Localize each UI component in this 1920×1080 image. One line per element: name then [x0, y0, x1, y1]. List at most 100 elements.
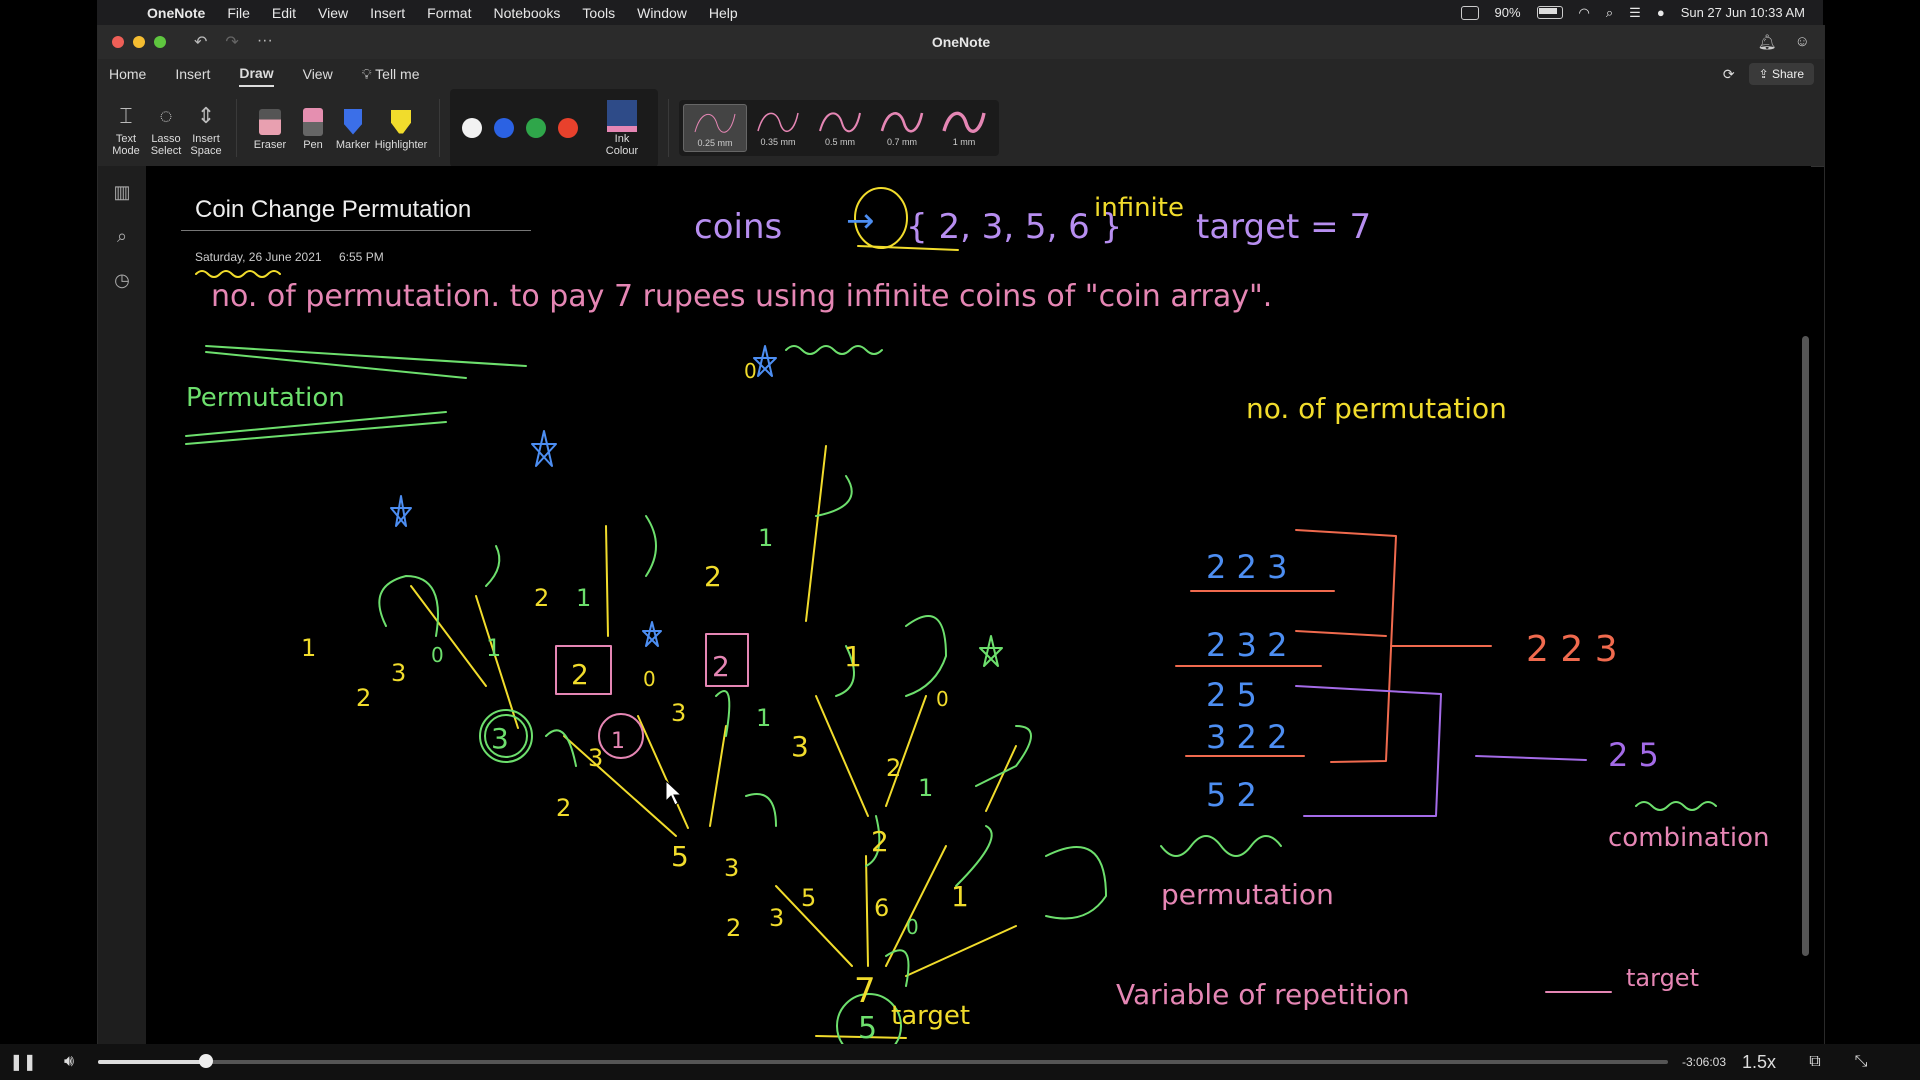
notebooks-icon[interactable]: ▥: [113, 182, 131, 202]
picture-in-picture-icon[interactable]: ⧉: [1809, 1053, 1821, 1070]
thickness-05[interactable]: 0.5 mm: [809, 104, 871, 152]
highlighter-button[interactable]: Highlighter: [373, 105, 429, 151]
pause-icon[interactable]: ❚❚: [9, 1054, 37, 1071]
text-mode-icon: ⌶: [119, 102, 133, 128]
star-icon: [979, 635, 1003, 667]
bracket-line: [1295, 630, 1387, 637]
color-red-swatch[interactable]: [558, 117, 578, 138]
wifi-icon[interactable]: ◠: [1578, 4, 1590, 20]
minimize-window-button[interactable]: [133, 36, 145, 48]
lasso-select-button[interactable]: ◌Lasso Select: [146, 99, 186, 157]
tree-arrow: [715, 690, 731, 737]
bell-icon[interactable]: 🔔︎: [1757, 34, 1777, 51]
permutation-underline: [185, 421, 447, 445]
share-icon: ⇪: [1758, 67, 1769, 81]
thickness-1[interactable]: 1 mm: [933, 104, 995, 152]
rupees-squiggle: [785, 345, 883, 355]
tree-branch: [563, 735, 677, 837]
eraser-button[interactable]: Eraser: [247, 105, 293, 151]
menu-format[interactable]: Format: [427, 4, 472, 21]
note-canvas[interactable]: Coin Change Permutation Saturday, 26 Jun…: [146, 166, 1811, 1044]
search-icon[interactable]: ⌕: [116, 226, 128, 246]
zoom-window-button[interactable]: [154, 36, 166, 48]
tree-branch: [815, 1035, 907, 1039]
volume-icon[interactable]: 🔊︎: [63, 1053, 75, 1070]
marker-icon: [344, 105, 362, 139]
ink-root-value: 7: [854, 971, 876, 1011]
video-progress-bar[interactable]: [98, 1054, 1668, 1068]
tab-insert[interactable]: Insert: [175, 66, 211, 82]
page-title[interactable]: Coin Change Permutation: [195, 196, 472, 223]
menu-app[interactable]: OneNote: [147, 4, 206, 21]
tree-arrow: [955, 825, 993, 887]
color-blue-swatch[interactable]: [494, 117, 514, 138]
tree-arrow: [378, 575, 439, 637]
tree-arrow: [485, 545, 501, 587]
menu-edit[interactable]: Edit: [271, 4, 297, 21]
text-mode-button[interactable]: ⌶ Text Mode: [106, 99, 146, 157]
node-circle: [598, 713, 644, 759]
menu-window[interactable]: Window: [637, 4, 687, 21]
share-label: Share: [1771, 67, 1804, 81]
menu-notebooks[interactable]: Notebooks: [493, 4, 561, 21]
edge-label: 2: [886, 754, 901, 782]
thickness-025[interactable]: 0.25 mm: [683, 103, 747, 152]
date-squiggle: [195, 270, 281, 278]
edge-label: 5: [801, 884, 816, 912]
insert-space-button[interactable]: ⇕Insert Space: [186, 99, 226, 157]
coin-circle: [854, 187, 908, 249]
thickness-07[interactable]: 0.7 mm: [871, 104, 933, 152]
node-circle: [484, 714, 528, 758]
menu-help[interactable]: Help: [708, 4, 738, 21]
screen-record-icon[interactable]: [1460, 5, 1479, 20]
share-button[interactable]: ⇪ Share: [1748, 63, 1814, 85]
node-box: [555, 645, 612, 695]
ink-combo-25: 2 5: [1608, 736, 1659, 774]
tell-me[interactable]: 💡︎ Tell me: [362, 62, 420, 87]
edge-label: 3: [391, 659, 406, 687]
tab-home[interactable]: Home: [109, 66, 147, 82]
node-label: 2: [712, 650, 730, 683]
menu-datetime[interactable]: Sun 27 Jun 10:33 AM: [1680, 5, 1805, 20]
menu-view[interactable]: View: [318, 4, 349, 21]
tree-branch: [410, 585, 487, 687]
ink-colour-button[interactable]: Ink Colour: [598, 99, 646, 157]
video-remaining-time: -3:06:03: [1682, 1055, 1727, 1069]
vertical-scrollbar[interactable]: [1802, 336, 1809, 956]
handwritten-ink: coins → { 2, 3, 5, 6 } infinite target =…: [185, 187, 1769, 1044]
ink-target-bottom: target: [891, 1001, 970, 1031]
feedback-smiley-icon[interactable]: ☺: [1794, 33, 1810, 50]
color-green-swatch[interactable]: [526, 117, 546, 138]
battery-percent: 90%: [1494, 5, 1521, 20]
battery-icon[interactable]: [1536, 6, 1563, 19]
menu-file[interactable]: File: [227, 4, 250, 21]
title-divider: [181, 230, 531, 231]
page-time: 6:55 PM: [339, 250, 384, 264]
thickness-035[interactable]: 0.35 mm: [747, 104, 809, 152]
color-white-swatch[interactable]: [462, 117, 482, 138]
redo-icon[interactable]: ↷: [225, 34, 239, 51]
pen-button[interactable]: Pen: [293, 105, 333, 151]
siri-icon[interactable]: ●: [1656, 5, 1665, 20]
edge-label: 1: [758, 524, 773, 552]
text-mode-label: Text Mode: [112, 132, 140, 157]
menu-insert[interactable]: Insert: [370, 4, 406, 21]
edge-label: 2: [704, 560, 722, 593]
tab-view[interactable]: View: [302, 66, 333, 82]
ink-arrow-symbol: →: [846, 201, 875, 241]
exit-fullscreen-icon[interactable]: ⤡: [1854, 1053, 1868, 1070]
sync-icon[interactable]: ⟳: [1722, 65, 1735, 82]
control-center-icon[interactable]: ☰: [1629, 4, 1641, 20]
undo-icon[interactable]: ↶: [194, 34, 208, 51]
video-scrubber[interactable]: [199, 1054, 214, 1068]
tree-branch: [805, 445, 827, 622]
recent-notes-icon[interactable]: ◷: [114, 270, 130, 290]
close-window-button[interactable]: [112, 36, 124, 48]
tab-draw[interactable]: Draw: [239, 61, 274, 87]
tree-branch: [775, 885, 853, 967]
more-icon[interactable]: ···: [256, 32, 273, 49]
menu-tools[interactable]: Tools: [582, 4, 616, 21]
marker-button[interactable]: Marker: [333, 105, 373, 151]
spotlight-icon[interactable]: ⌕: [1605, 4, 1614, 20]
playback-speed[interactable]: 1.5x: [1742, 1051, 1777, 1072]
